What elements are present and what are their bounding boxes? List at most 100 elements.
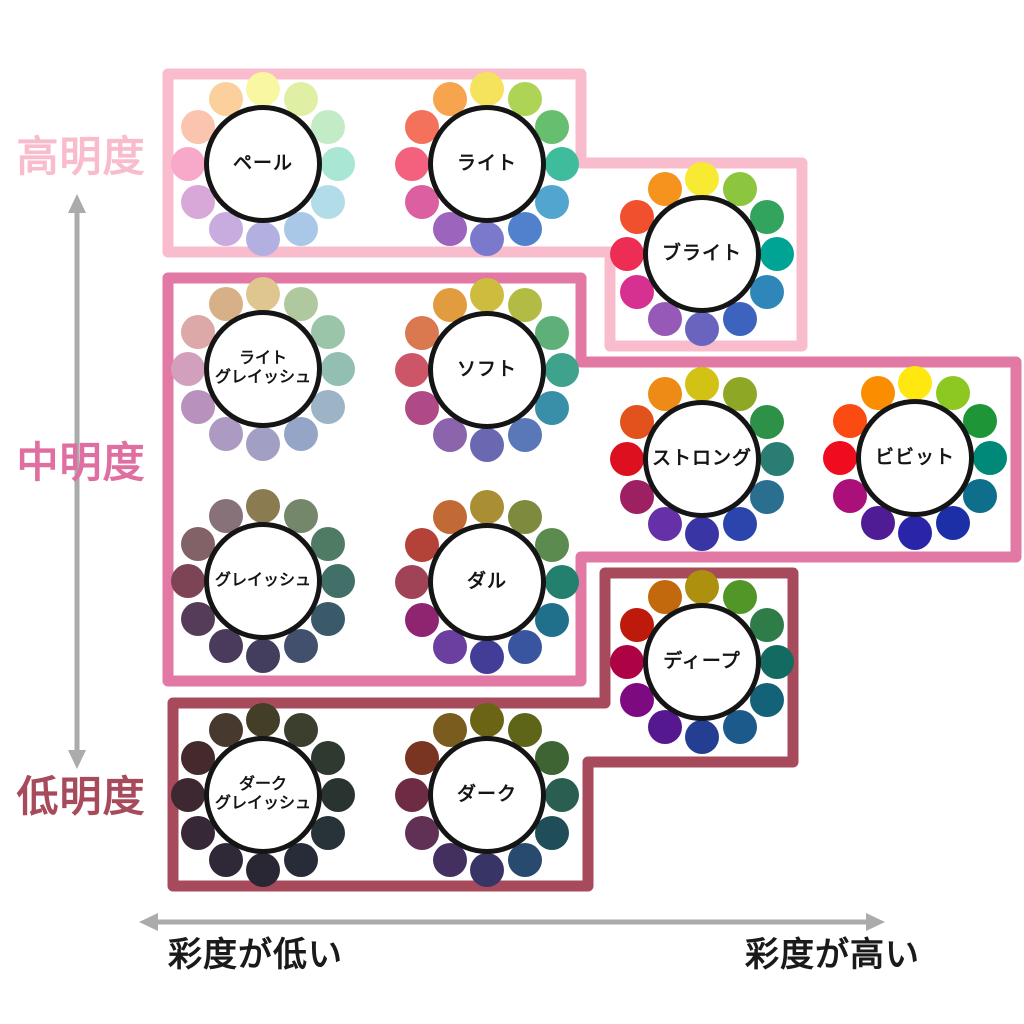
hue-dot — [246, 277, 280, 311]
hue-dot — [534, 815, 569, 850]
hue-dot — [470, 640, 504, 674]
tone-label: ソフト — [456, 358, 517, 380]
group-outline-mid-lightness — [162, 272, 1022, 687]
hue-dot — [171, 778, 205, 812]
hue-dot — [246, 489, 280, 523]
hue-dot — [898, 366, 932, 400]
hue-dot — [534, 740, 569, 775]
hue-dot — [749, 607, 784, 642]
tone-label: ライト — [456, 152, 517, 174]
hue-dot — [749, 199, 784, 234]
hue-dot — [749, 404, 784, 439]
hue-dot — [395, 147, 429, 181]
hue-dot — [310, 815, 345, 850]
hue-dot — [722, 709, 757, 744]
hue-dot — [470, 853, 504, 887]
hue-dot — [507, 417, 542, 452]
hue-dot — [321, 778, 355, 812]
tone-label: グレイッシュ — [214, 571, 311, 589]
hue-dot — [321, 147, 355, 181]
hue-dot — [935, 505, 970, 540]
hue-dot — [749, 274, 784, 309]
hue-dot — [685, 312, 719, 346]
saturation-axis-arrow — [139, 913, 885, 931]
hue-dot — [973, 441, 1007, 475]
tone-label-circle: ダーク グレイッシュ — [204, 736, 322, 854]
hue-dot — [321, 564, 355, 598]
lightness-axis-arrowhead-down — [68, 750, 86, 769]
hue-dot — [507, 629, 542, 664]
hue-dot — [470, 490, 504, 524]
hue-dot — [310, 184, 345, 219]
hue-dot — [545, 353, 579, 387]
hue-dot — [432, 417, 467, 452]
hue-dot — [545, 778, 579, 812]
hue-dot — [685, 162, 719, 196]
tone-label-circle: ライト — [428, 105, 546, 223]
tone-label: ストロング — [651, 447, 752, 469]
tone-label: ディープ — [663, 650, 741, 672]
hue-dot — [647, 301, 682, 336]
lightness-label-high: 高明度 — [16, 133, 146, 180]
hue-dot — [534, 602, 569, 637]
hue-dot — [310, 601, 345, 636]
hue-dot — [749, 682, 784, 717]
hue-dot — [610, 645, 644, 679]
hue-dot — [310, 526, 345, 561]
hue-dot — [534, 109, 569, 144]
hue-dot — [610, 442, 644, 476]
hue-dot — [962, 403, 997, 438]
tone-label-circle: グレイッシュ — [204, 522, 322, 640]
hue-dot — [283, 416, 318, 451]
hue-dot — [823, 441, 857, 475]
hue-dot — [507, 211, 542, 246]
hue-dot — [246, 853, 280, 887]
tone-label-circle: ライト グレイッシュ — [204, 310, 322, 428]
hue-dot — [310, 109, 345, 144]
lightness-axis-arrow — [68, 194, 86, 769]
hue-dot — [760, 442, 794, 476]
hue-dot — [310, 314, 345, 349]
hue-dot — [749, 479, 784, 514]
saturation-axis-arrowhead-left — [139, 913, 158, 931]
hue-dot — [246, 427, 280, 461]
hue-dot — [395, 565, 429, 599]
hue-dot — [545, 565, 579, 599]
hue-dot — [246, 639, 280, 673]
hue-dot — [432, 842, 467, 877]
hue-dot — [283, 628, 318, 663]
tone-label: ビビット — [874, 446, 955, 468]
hue-dot — [647, 506, 682, 541]
group-outline-low-lightness — [167, 567, 799, 892]
hue-dot — [310, 389, 345, 424]
hue-dot — [208, 211, 243, 246]
hue-dot — [246, 222, 280, 256]
tone-label-circle: ペール — [204, 105, 322, 223]
tone-label: ペール — [232, 152, 293, 174]
hue-dot — [760, 237, 794, 271]
tone-label: ダーク — [456, 783, 517, 805]
hue-dot — [545, 147, 579, 181]
hue-dot — [171, 564, 205, 598]
tone-label-circle: ダル — [428, 523, 546, 641]
hue-dot — [171, 147, 205, 181]
hue-dot — [171, 352, 205, 386]
hue-dot — [534, 184, 569, 219]
tone-label-circle: ブライト — [643, 195, 761, 313]
saturation-axis-arrowhead-right — [866, 913, 885, 931]
lightness-label-mid: 中明度 — [16, 439, 146, 486]
tone-label-circle: ビビット — [856, 399, 974, 517]
hue-dot — [685, 517, 719, 551]
hue-dot — [962, 478, 997, 513]
hue-dot — [208, 842, 243, 877]
saturation-label-low: 彩度が低い — [168, 936, 343, 974]
tone-label-circle: ストロング — [643, 400, 761, 518]
hue-dot — [246, 72, 280, 106]
hue-dot — [760, 645, 794, 679]
hue-dot — [610, 237, 644, 271]
hue-dot — [685, 367, 719, 401]
tone-label-circle: ダーク — [428, 736, 546, 854]
hue-dot — [395, 778, 429, 812]
